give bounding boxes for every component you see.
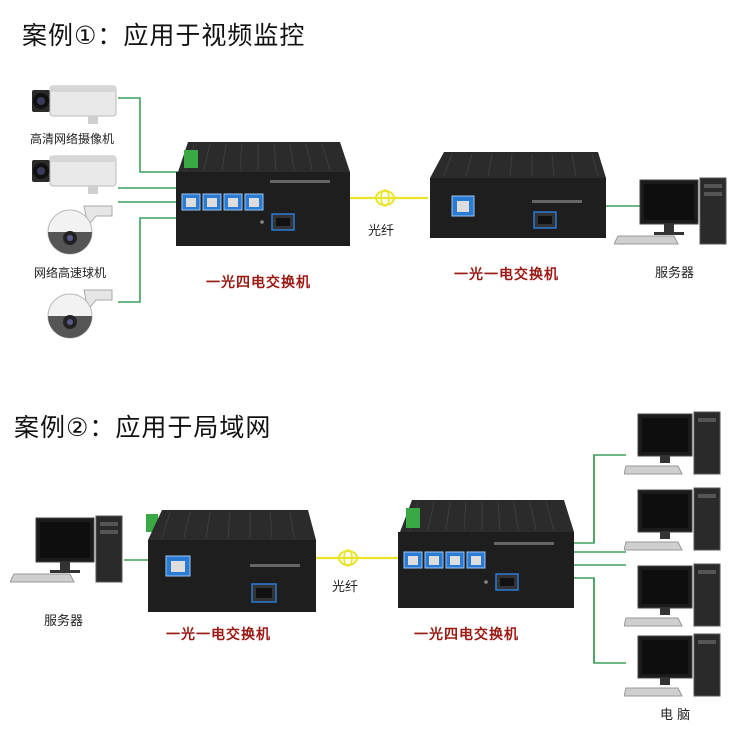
camera-label: 高清网络摄像机 <box>30 132 115 146</box>
switch-1f1e-icon <box>430 152 606 238</box>
dome-label: 网络高速球机 <box>34 266 107 280</box>
case2-server-label: 服务器 <box>44 614 84 629</box>
case2-right-device-label: 一光四电交换机 <box>414 627 519 643</box>
switch-1f1e-icon <box>146 510 316 612</box>
pc-icon <box>624 563 721 627</box>
pc-icon <box>624 633 721 697</box>
case2-title: 案例②：应用于局域网 <box>14 413 272 442</box>
wire-camera-1 <box>118 97 178 173</box>
server-computer-icon <box>614 177 727 245</box>
case1-right-device-label: 一光一电交换机 <box>454 267 559 283</box>
wire-pc-4 <box>572 577 626 664</box>
case1-left-device-label: 一光四电交换机 <box>206 275 311 291</box>
fiber-knot-1 <box>375 189 395 207</box>
case2-pc-label: 电 脑 <box>660 708 691 723</box>
pc-icon <box>624 411 721 475</box>
wire-dome-2 <box>118 217 178 303</box>
case2-left-device-label: 一光一电交换机 <box>166 627 271 643</box>
pc-icon <box>624 487 721 551</box>
camera-icon <box>32 155 117 194</box>
fiber-knot-2 <box>338 549 358 567</box>
case1-server-label: 服务器 <box>655 266 695 281</box>
dome-camera-icon <box>47 289 113 339</box>
dome-camera-icon <box>47 205 113 255</box>
case2-fiber-label: 光纤 <box>332 580 359 595</box>
camera-icon <box>32 85 117 124</box>
switch-1f4e-icon <box>176 142 350 246</box>
switch-1f4e-icon <box>398 500 574 608</box>
case1-fiber-label: 光纤 <box>368 224 395 239</box>
server-computer-icon <box>10 515 123 583</box>
wire-pc-1 <box>572 454 626 544</box>
case1-title: 案例①：应用于视频监控 <box>22 21 306 50</box>
